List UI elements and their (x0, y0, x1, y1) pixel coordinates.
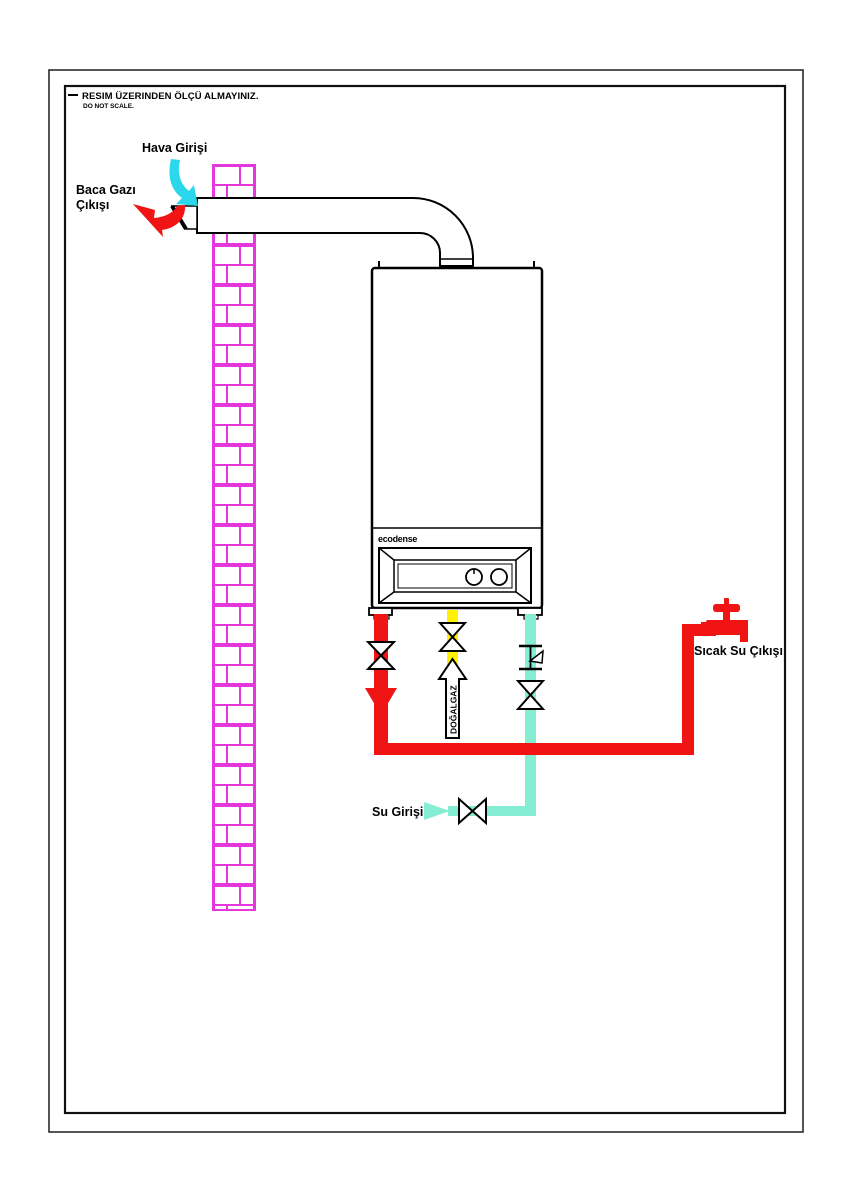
brick-wall-upper (212, 164, 256, 200)
cold-water-riser (525, 614, 536, 812)
gas-flow-arrow: DOĞALGAZ (437, 657, 468, 739)
knob-right (490, 568, 508, 586)
gas-pipe-label: DOĞALGAZ (448, 685, 459, 734)
do-not-scale-note: RESIM ÜZERINDEN ÖLÇÜ ALMAYINIZ. DO NOT S… (68, 91, 259, 110)
boiler-body (370, 266, 544, 610)
red-riser-right (682, 630, 694, 755)
boiler-logo: ecodense (378, 534, 417, 544)
red-riser-left (374, 614, 388, 746)
control-panel (378, 547, 532, 604)
note-line1: RESIM ÜZERINDEN ÖLÇÜ ALMAYINIZ. (82, 91, 259, 102)
flange-right (517, 607, 543, 616)
valve-water-riser-icon (515, 680, 546, 710)
air-inlet-arrow-icon (169, 159, 198, 206)
hot-water-pipes (365, 598, 748, 755)
check-valve-icon (519, 644, 544, 671)
flue-gas-outlet-label-line2: Çıkışı (76, 198, 109, 212)
hot-water-outlet-label: Sıcak Su Çıkışı (694, 644, 783, 658)
cold-water-horizontal (448, 806, 536, 816)
valve-water-inlet-icon (458, 796, 487, 826)
red-horizontal (374, 743, 694, 755)
brick-wall-lower (212, 231, 256, 911)
water-inlet-arrow-icon (424, 802, 450, 820)
air-inlet-label: Hava Girişi (142, 141, 207, 155)
red-flow-arrow-icon (365, 688, 397, 715)
valve-gas-icon (437, 622, 468, 652)
valve-red-icon (365, 641, 397, 670)
flue-gas-outlet-label-line1: Baca Gazı (76, 183, 136, 197)
boiler: ecodense (368, 261, 544, 620)
note-line2: DO NOT SCALE. (83, 103, 134, 110)
valves (365, 622, 546, 826)
faucet-icon (701, 598, 748, 642)
outer-page-border (48, 69, 804, 1133)
cold-water-pipes (424, 614, 536, 820)
flue-pipe (196, 197, 474, 267)
drawing-frame (63, 84, 787, 1115)
flange-left (368, 607, 393, 616)
water-inlet-label: Su Girişi (372, 805, 423, 819)
brick-wall (212, 164, 256, 911)
flue-gas-arrow-icon (133, 204, 186, 237)
